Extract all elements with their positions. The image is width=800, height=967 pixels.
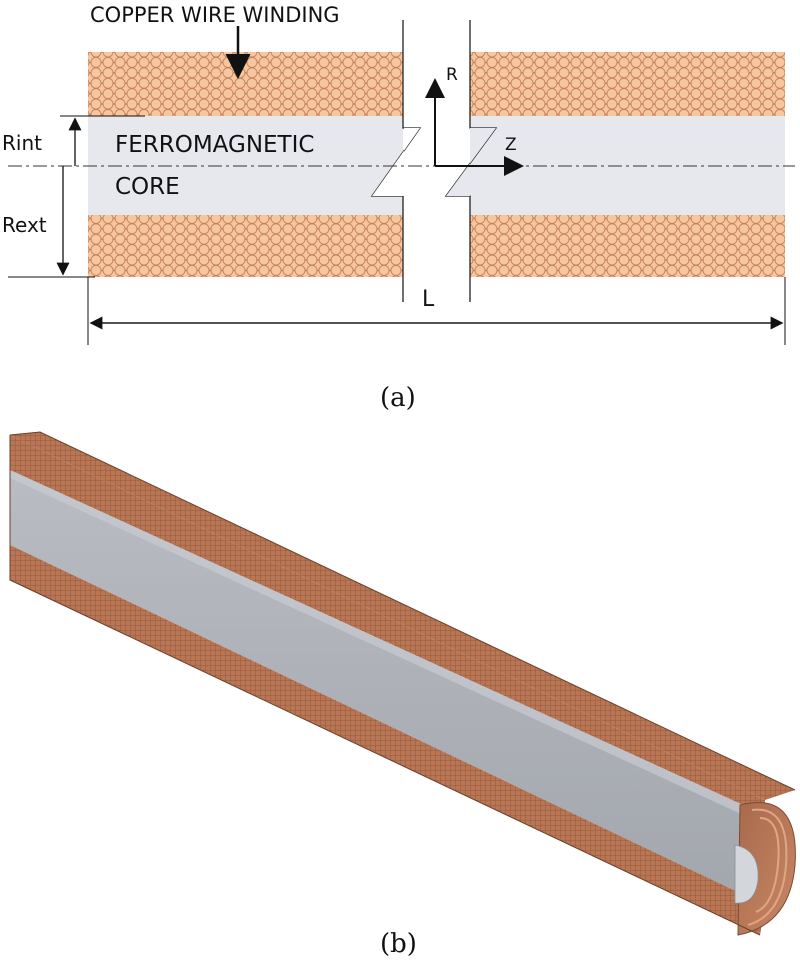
axis-z-label: Z <box>505 135 517 155</box>
winding-label: COPPER WIRE WINDING <box>90 3 340 27</box>
length-label: L <box>422 287 435 312</box>
rext-label: Rext <box>2 213 47 237</box>
panel-a-cross-section: R Z COPPER WIRE WINDING FERROMAGNETIC CO… <box>2 3 795 413</box>
winding-top-right <box>470 52 785 116</box>
panel-b-3d-view: (b) <box>9 431 796 959</box>
winding-top-left <box>88 52 403 116</box>
winding-3d-lower-band <box>10 545 765 935</box>
caption-b: (b) <box>380 929 417 959</box>
caption-a: (a) <box>380 383 416 413</box>
core-3d-face <box>10 470 765 905</box>
rint-label: Rint <box>2 131 42 155</box>
core-label-line1: FERROMAGNETIC <box>115 132 314 158</box>
core-label-line2: CORE <box>115 174 180 200</box>
end-cap-3d <box>737 802 796 936</box>
winding-3d-top-edge <box>10 432 795 800</box>
winding-bottom-right <box>470 215 785 277</box>
core-end-face <box>734 844 759 904</box>
winding-bottom-left <box>88 215 403 277</box>
winding-3d-upper-band <box>10 435 765 815</box>
axis-r-label: R <box>446 65 458 85</box>
